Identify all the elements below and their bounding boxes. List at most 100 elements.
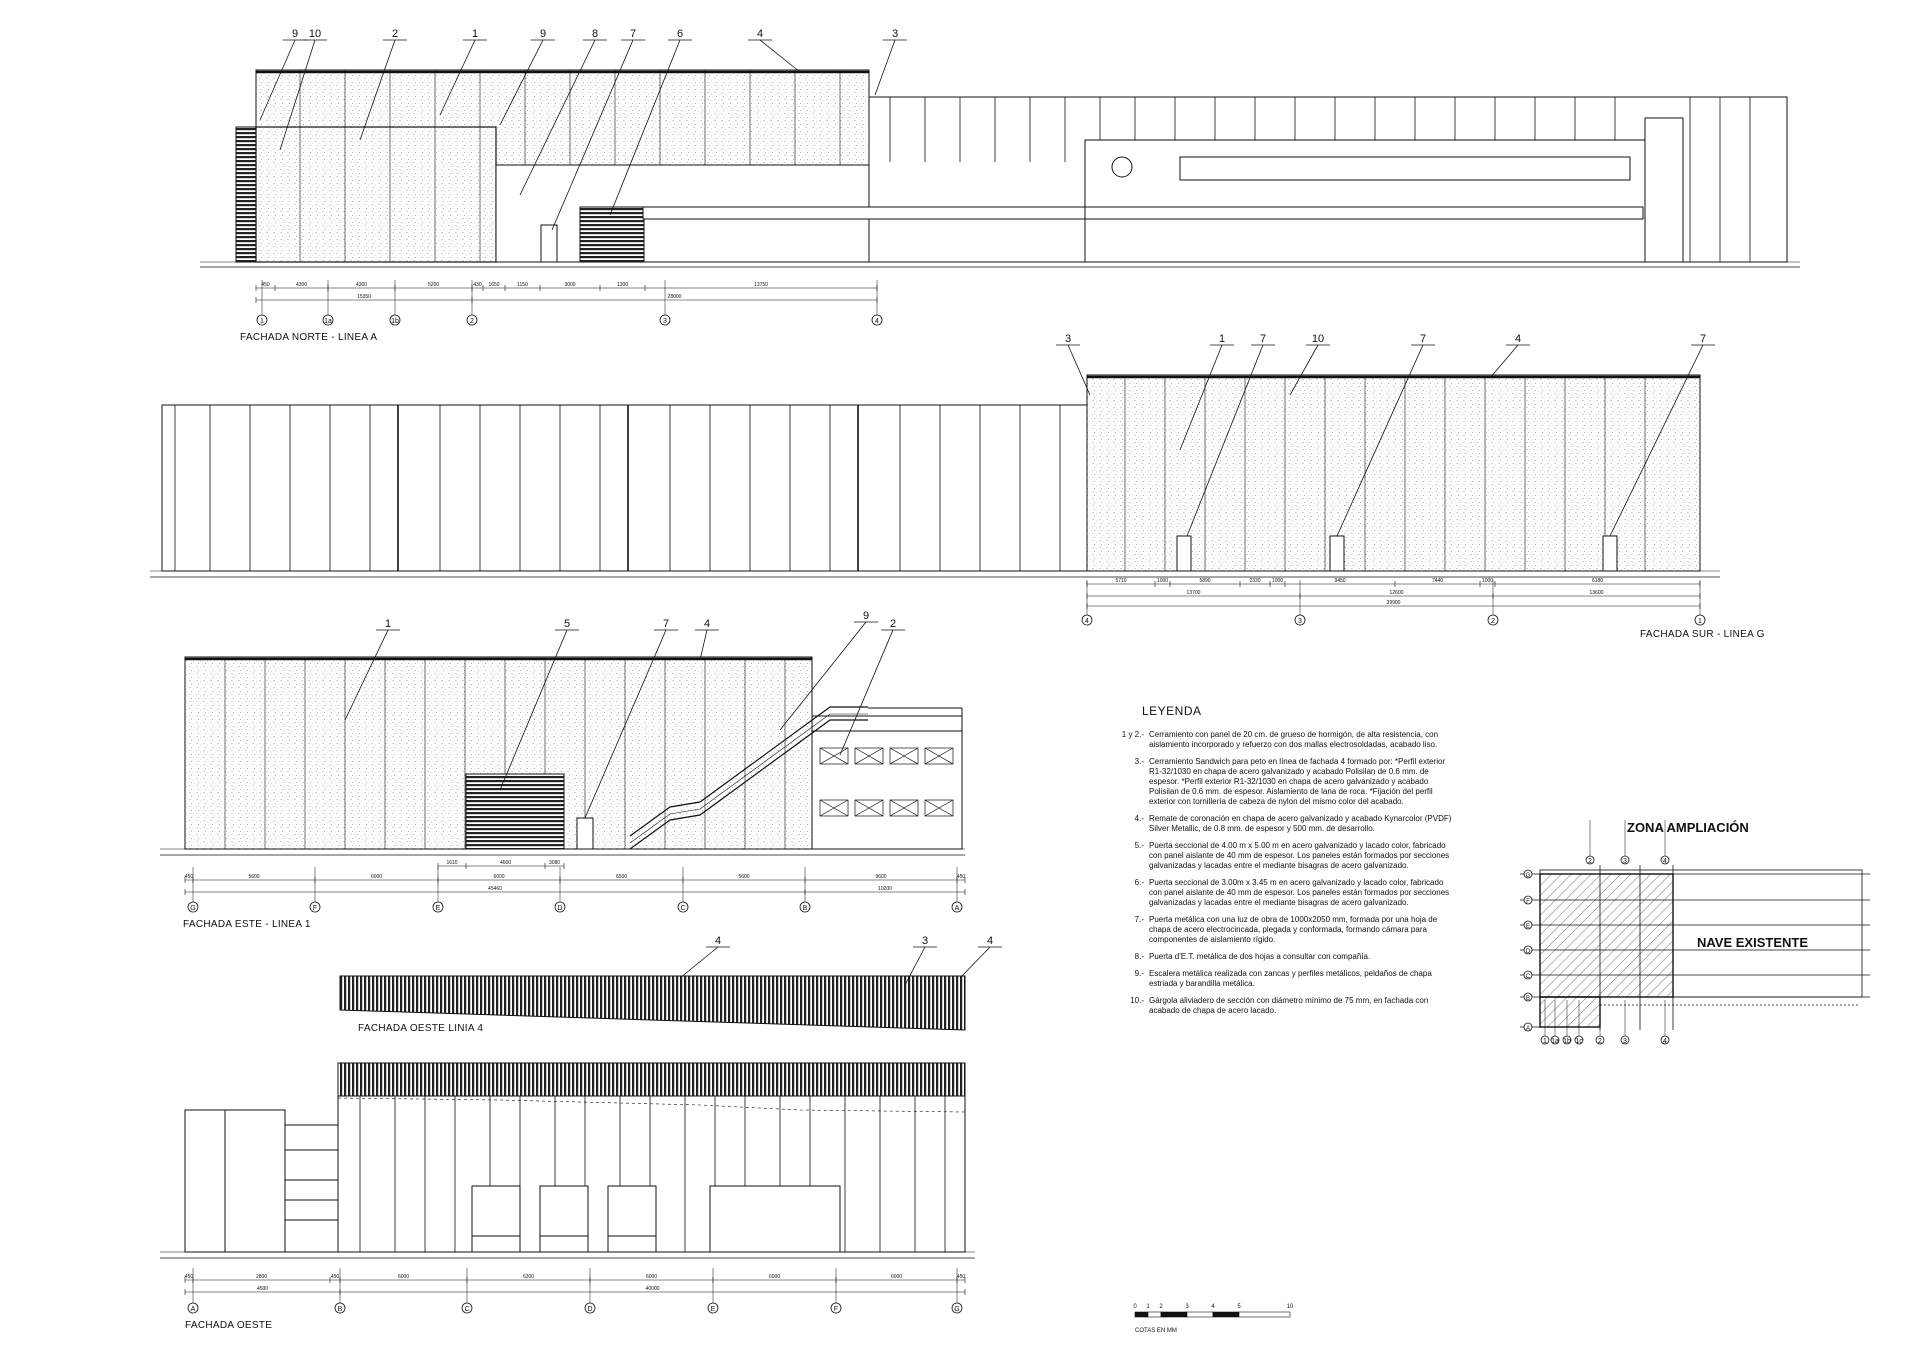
grid-marker-label: F (1526, 899, 1530, 905)
legend-item-number: 6.- (1134, 878, 1144, 887)
grid-marker-label: C (680, 905, 685, 912)
west-line4-elevation (339, 975, 966, 1031)
callout-leader (1289, 344, 1319, 396)
dimension-value: 450 (331, 1274, 340, 1280)
dimension-value: 15350 (357, 294, 371, 300)
dimension-value: 1000 (1157, 578, 1168, 584)
grid-marker-circle (1081, 614, 1093, 626)
dimension-value: 9600 (875, 874, 886, 880)
grid-marker-label: 2 (1588, 858, 1592, 865)
legend-item-number: 7.- (1134, 915, 1144, 924)
grid-marker-circle (1595, 1035, 1605, 1045)
grid-marker-label: 1b (1563, 1038, 1571, 1045)
callout-leader (359, 39, 396, 141)
dimension-value: 1650 (488, 282, 499, 288)
grid-marker-circle (1660, 1035, 1670, 1045)
callout-leader (679, 946, 719, 979)
dimension-value: 12600 (1390, 590, 1404, 596)
grid-marker-label: E (711, 1306, 716, 1313)
grid-marker-label: 2 (1491, 618, 1495, 625)
grid-marker-label: G (190, 905, 195, 912)
grid-marker-label: 3 (1298, 618, 1302, 625)
grid-marker-circle (1523, 992, 1533, 1002)
legend-item: 4.-Remate de coronación en chapa de acer… (1118, 814, 1458, 834)
dimension-value: 450 (185, 874, 194, 880)
grid-marker-label: A (955, 905, 960, 912)
grid-marker-label: 1 (260, 318, 264, 325)
callout-number: 10 (309, 28, 321, 40)
grid-marker-label: B (338, 1306, 343, 1313)
dimension-value: 450 (957, 1274, 966, 1280)
callout-leader (904, 946, 926, 986)
grid-marker-label: A (191, 1306, 196, 1313)
callout-number: 7 (1260, 333, 1266, 345)
scale-tick-label: 1 (1146, 1304, 1150, 1310)
legend-item: 5.- Puerta seccional de 4.00 m x 5.00 m e… (1118, 841, 1458, 871)
legend-item-text: Remate de coronación en chapa de acero g… (1149, 814, 1452, 833)
grid-marker-label: 3 (663, 318, 667, 325)
dimension-value: 3000 (564, 282, 575, 288)
scale-tick-label: 3 (1185, 1304, 1189, 1310)
grid-marker-circle (1523, 1022, 1533, 1032)
callout-leader (584, 629, 667, 819)
dimension-value: 450 (185, 1274, 194, 1280)
callout-leader (839, 629, 894, 756)
callout-leader (259, 39, 296, 121)
legend-item: 10.-Gárgola aliviadero de sección con di… (1118, 996, 1458, 1016)
callout-number: 3 (1065, 333, 1071, 345)
grid-marker-circle (1523, 970, 1533, 980)
grid-marker-label: F (834, 1306, 838, 1313)
dimension-value: 1610 (446, 860, 457, 866)
grid-marker-circle (554, 901, 566, 913)
callout-leader (279, 39, 316, 151)
callout-leader (1609, 344, 1704, 537)
legend-item: 7.-Puerta metálica con una luz de obra d… (1118, 915, 1458, 945)
dimension-value: 6000 (769, 1274, 780, 1280)
scale-bar-segment (1186, 1311, 1214, 1318)
callout-number: 9 (292, 28, 298, 40)
grid-marker-circle (871, 314, 883, 326)
dimension-value: 4600 (500, 860, 511, 866)
grid-marker-circle (334, 1302, 346, 1314)
callout-leader (609, 39, 681, 216)
legend-item-number: 1 y 2.- (1121, 730, 1144, 739)
grid-marker-label: A (1526, 1026, 1530, 1032)
dimension-value: 39900 (1387, 600, 1401, 606)
legend-item-number: 9.- (1134, 969, 1144, 978)
legend-item-text: Cerramiento Sandwich para peto en línea … (1149, 757, 1446, 806)
legend-item-text: Puerta seccional de 4.00 m x 5.00 m en a… (1149, 841, 1450, 870)
grid-marker-circle (389, 314, 401, 326)
callout-leader (759, 39, 801, 73)
grid-marker-label: E (436, 905, 441, 912)
dimension-value: 450 (957, 874, 966, 880)
grid-marker-circle (1620, 1035, 1630, 1045)
scale-tick-label: 4 (1211, 1304, 1215, 1310)
dimension-value: 6000 (493, 874, 504, 880)
site-plan (1520, 865, 1870, 1030)
scale-bar-segment (1212, 1311, 1240, 1318)
legend-item: 3.-Cerramiento Sandwich para peto en lín… (1118, 757, 1458, 807)
grid-marker-label: 4 (875, 318, 879, 325)
callout-number: 4 (1515, 333, 1521, 345)
dimension-value: 430 (473, 282, 482, 288)
legend-items: 1 y 2.-Cerramiento con panel de 20 cm. d… (1118, 730, 1458, 1016)
grid-marker-circle (432, 901, 444, 913)
callout-number: 2 (890, 618, 896, 630)
dimension-value: 6180 (1592, 578, 1603, 584)
callout-leader (779, 621, 867, 731)
legend-item-number: 5.- (1134, 841, 1144, 850)
grid-marker-circle (1523, 869, 1533, 879)
legend-item-number: 10.- (1130, 996, 1144, 1005)
legend-item-text: Puerta d'E.T. metálica de dos hojas a co… (1149, 952, 1371, 961)
grid-marker-circle (799, 901, 811, 913)
dimension-value: 6000 (891, 1274, 902, 1280)
grid-marker-circle (584, 1302, 596, 1314)
nave-existente-label: NAVE EXISTENTE (1697, 935, 1809, 950)
callout-number: 5 (564, 618, 570, 630)
dimension-value: 2330 (1249, 578, 1260, 584)
grid-marker-circle (466, 314, 478, 326)
legend-title: LEYENDA (1142, 704, 1202, 718)
callout-leader (499, 629, 568, 791)
east-elevation-title: FACHADA ESTE - LINEA 1 (183, 919, 311, 930)
